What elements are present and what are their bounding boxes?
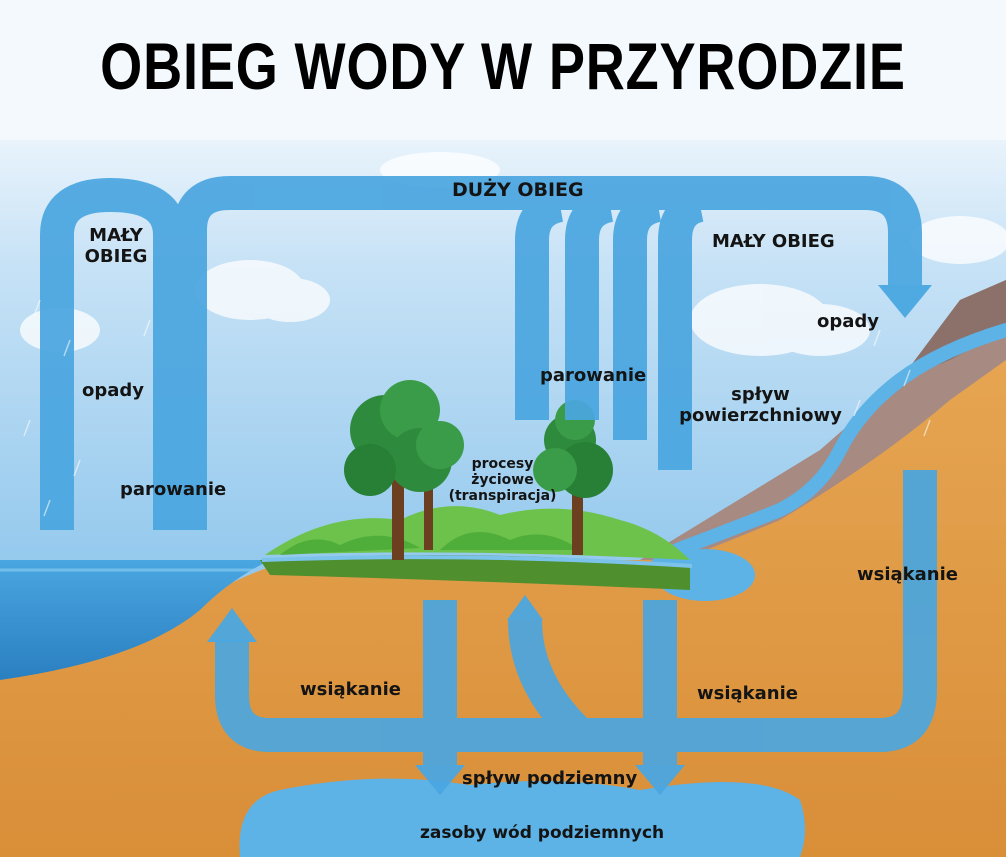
page-title: OBIEG WODY W PRZYRODZIE — [100, 29, 906, 103]
arrowheads — [207, 285, 932, 795]
groundwater-label: zasoby wód podziemnych — [420, 823, 665, 843]
small-cycle-left-arrow — [40, 177, 187, 530]
small-cycle-left-label: MAŁY OBIEG — [76, 225, 156, 267]
cycle-arrows — [40, 176, 937, 765]
groundwater-reservoir — [239, 778, 805, 857]
small-cycle-left-line2: OBIEG — [84, 245, 148, 267]
sea — [0, 560, 270, 680]
arrowhead-uptake — [507, 595, 543, 620]
surface-runoff-line2: powierzchniowy — [679, 404, 842, 426]
island-soil — [260, 555, 690, 590]
infiltration-loop-arrow — [215, 470, 937, 752]
arrowhead-infiltration — [207, 608, 257, 642]
island-shore — [261, 555, 693, 568]
infiltration-right-label: wsiąkanie — [857, 564, 958, 585]
island-grass-hills — [280, 532, 580, 555]
transpiration-line2: życiowe — [471, 472, 534, 489]
evaporation-center-label: parowanie — [540, 365, 647, 386]
small-cycle-left-line1: MAŁY — [89, 225, 143, 246]
small-cycle-right-label: MAŁY OBIEG — [712, 231, 835, 252]
evaporation-column-2 — [565, 188, 615, 420]
precipitation-left-label: opady — [82, 380, 145, 401]
surface-runoff-line1: spływ — [731, 384, 790, 405]
transpiration-label: procesy życiowe (transpiracja) — [445, 456, 560, 504]
underground-runoff-label: spływ podziemny — [462, 768, 638, 789]
infiltration-left-label: wsiąkanie — [300, 679, 401, 700]
river — [648, 323, 1006, 577]
transpiration-line1: procesy — [471, 456, 534, 472]
arrowhead-runoff-left — [415, 765, 465, 795]
transpiration-line3: (transpiracja) — [448, 488, 557, 505]
title-band — [0, 0, 1006, 140]
big-cycle-label: DUŻY OBIEG — [452, 179, 584, 201]
precipitation-right-label: opady — [817, 311, 880, 332]
evaporation-column-1 — [515, 188, 565, 420]
evaporation-column-4 — [658, 188, 705, 470]
evaporation-column-3 — [613, 188, 663, 440]
infiltration-center-label: wsiąkanie — [697, 683, 798, 704]
tree-left — [344, 380, 464, 560]
evaporation-left-label: parowanie — [120, 479, 227, 500]
transpiration-uptake-arrow — [508, 619, 588, 743]
surface-runoff-label: spływ powierzchniowy — [668, 384, 853, 426]
rain — [23, 299, 931, 517]
arrowhead-big-cycle — [878, 285, 932, 318]
arrowhead-runoff-right — [635, 765, 685, 795]
